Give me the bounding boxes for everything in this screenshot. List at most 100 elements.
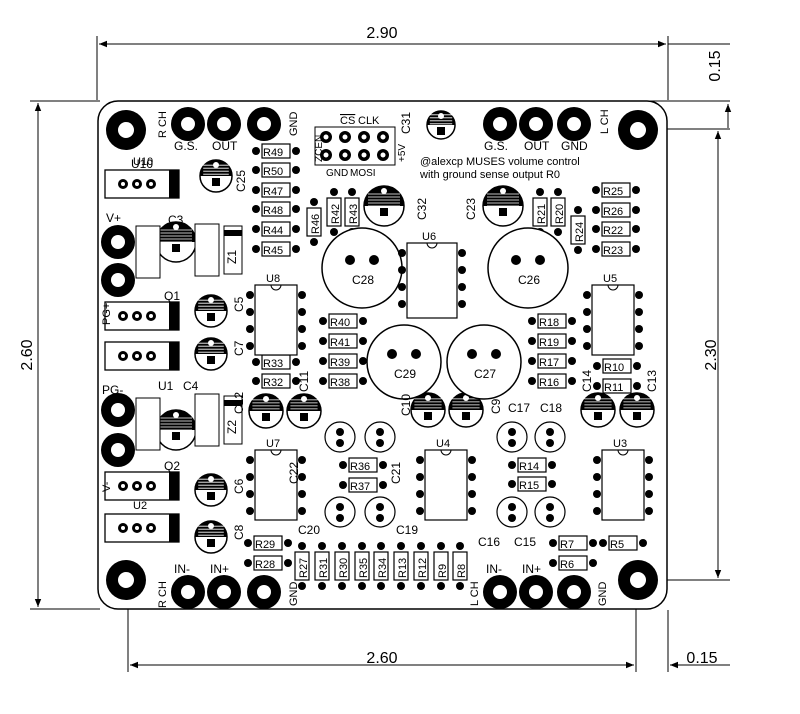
- resistor: [252, 221, 300, 237]
- capacitor-ref: C9: [489, 398, 503, 414]
- capacitor-ref: C18: [540, 401, 562, 415]
- resistor: [334, 542, 350, 590]
- component-body: [194, 223, 220, 277]
- resistor-label: R20: [554, 204, 566, 224]
- resistor: [319, 313, 367, 329]
- resistor-label: R41: [330, 337, 350, 349]
- resistor-label: R43: [348, 204, 360, 224]
- large-capacitor: [446, 324, 522, 400]
- component-body: [135, 225, 161, 279]
- electrolytic-capacitor: [363, 185, 405, 227]
- component-body: [135, 397, 161, 451]
- resistor-label: R40: [330, 317, 350, 329]
- film-capacitor: [496, 496, 528, 528]
- label-tr-gs: G.S.: [484, 139, 508, 153]
- label-5v: +5V: [397, 144, 408, 162]
- capacitor-ref: C20: [298, 523, 320, 537]
- bottom-left-pad: [247, 575, 281, 609]
- film-capacitor: [324, 496, 356, 528]
- label-vminus: V-: [101, 481, 113, 492]
- resistor-label: R46: [310, 214, 322, 234]
- zener-diode: [223, 395, 243, 445]
- electrolytic-capacitor: [286, 393, 322, 429]
- resistor: [314, 542, 330, 590]
- ic-label: U2: [133, 500, 147, 512]
- resistor-label: R34: [377, 558, 389, 578]
- spi-header: [314, 126, 396, 166]
- label-tl-gnd: GND: [288, 112, 300, 137]
- resistor: [306, 198, 322, 246]
- power-pad: [101, 433, 135, 467]
- resistor: [528, 373, 576, 389]
- label-br-inp: IN+: [522, 562, 541, 576]
- resistor: [592, 202, 640, 218]
- capacitor-ref: C14: [580, 370, 594, 392]
- electrolytic-capacitor: [194, 473, 228, 507]
- capacitor-ref: C21: [389, 462, 403, 484]
- capacitor-ref: C11: [297, 371, 311, 392]
- resistor-label: R18: [539, 317, 559, 329]
- mount-hole-tl: [106, 110, 146, 150]
- large-capacitor: [321, 227, 403, 309]
- resistor: [252, 241, 300, 257]
- resistor-label: R24: [574, 222, 586, 242]
- bottom-right-pad: [557, 575, 591, 609]
- ic-ref: U1: [158, 379, 174, 393]
- resistor: [252, 162, 300, 178]
- resistor-label: R15: [519, 480, 539, 492]
- capacitor-ref: C6: [232, 478, 246, 494]
- electrolytic-capacitor: [248, 393, 284, 429]
- bottom-left-pad: [171, 575, 205, 609]
- resistor-label: R11: [604, 382, 623, 394]
- capacitor-label: C29: [394, 367, 416, 381]
- resistor-label: R33: [263, 358, 283, 370]
- resistor-label: R29: [255, 539, 275, 551]
- dip-ic: [246, 449, 306, 521]
- ic-label: U4: [436, 438, 450, 450]
- label-zcen: ZCEN: [314, 135, 325, 162]
- label-bl-inm: IN-: [174, 562, 190, 576]
- label-tr-gnd: GND: [561, 139, 588, 153]
- resistor-label: R35: [358, 558, 370, 578]
- film-capacitor: [364, 421, 396, 453]
- capacitor-ref: C23: [464, 198, 478, 220]
- component-body: [194, 393, 220, 447]
- capacitor-ref: C12: [232, 392, 246, 414]
- dip-ic: [583, 284, 643, 356]
- dim-left-height: 2.60: [19, 339, 36, 370]
- resistor: [244, 535, 292, 551]
- resistor-label: R23: [603, 245, 623, 257]
- resistor-label: R28: [255, 559, 275, 571]
- mount-hole-bl: [106, 560, 146, 600]
- resistor-label: R49: [263, 147, 283, 159]
- resistor: [319, 333, 367, 349]
- resistor: [593, 358, 641, 374]
- electrolytic-capacitor: [580, 392, 616, 428]
- resistor: [508, 457, 556, 473]
- capacitor-ref: C15: [514, 535, 536, 549]
- top-right-pad: [519, 107, 553, 141]
- zener-diode: [223, 225, 243, 275]
- resistor: [550, 188, 566, 236]
- label-clk: CLK: [358, 115, 380, 127]
- label-vplus: V+: [106, 211, 121, 225]
- resistor-label: R13: [397, 558, 409, 578]
- electrolytic-capacitor: [194, 294, 228, 328]
- dim-bottom-width: 2.60: [366, 650, 397, 667]
- mount-hole-tr: [618, 110, 658, 150]
- resistor: [433, 542, 449, 590]
- label-pgplus: PG+: [101, 303, 113, 325]
- label-tl-rch: R CH: [157, 111, 169, 138]
- capacitor-ref: C19: [396, 523, 418, 537]
- ic-ref: Z2: [225, 420, 239, 434]
- capacitor-ref: C3: [168, 213, 184, 227]
- resistor-label: R22: [603, 225, 623, 237]
- label-mosi: MOSI: [350, 168, 376, 179]
- ic-label: U8: [266, 273, 280, 285]
- resistor: [549, 555, 597, 571]
- electrolytic-capacitor: [155, 409, 197, 451]
- resistor: [252, 373, 300, 389]
- film-capacitor: [364, 496, 396, 528]
- capacitor-ref: C31: [399, 112, 413, 134]
